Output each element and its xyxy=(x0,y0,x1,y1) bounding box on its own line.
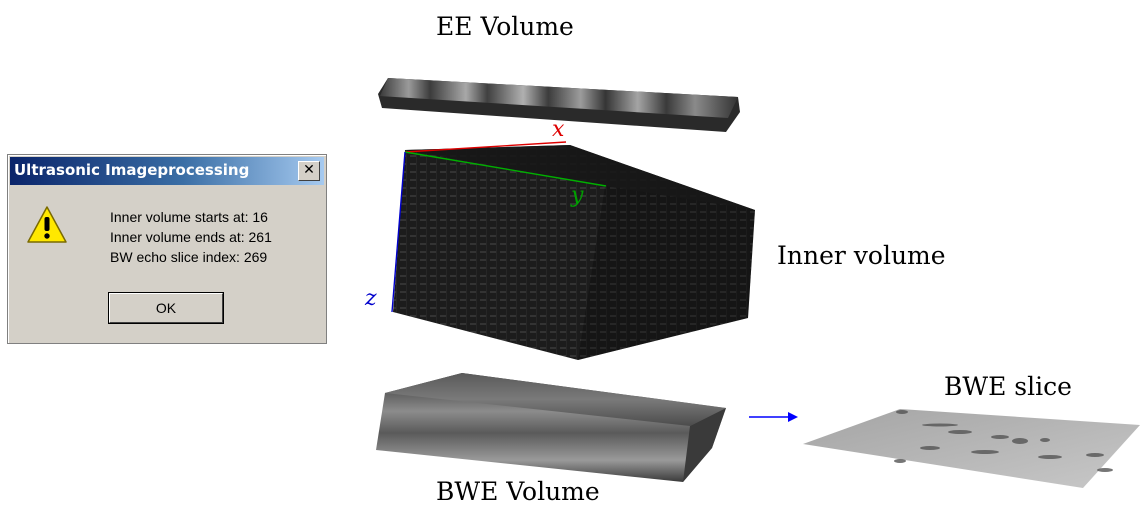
z-axis-line xyxy=(391,151,406,313)
y-axis-line xyxy=(404,151,607,187)
bwe-slice-label: BWE slice xyxy=(944,372,1072,401)
dialog-message-line: Inner volume starts at: 16 xyxy=(110,209,268,225)
warning-icon xyxy=(27,206,67,243)
bwe-slice-plane xyxy=(803,409,1140,488)
dialog-message-line: BW echo slice index: 269 xyxy=(110,249,268,265)
y-axis-label: y xyxy=(571,183,584,208)
arrow-to-slice xyxy=(749,412,798,422)
close-button[interactable]: ✕ xyxy=(298,161,320,181)
ee-volume-label: EE Volume xyxy=(436,12,574,41)
inner-volume-block xyxy=(393,145,755,360)
x-axis-line xyxy=(404,141,567,153)
x-axis-label: x xyxy=(552,117,565,142)
inner-volume-label: Inner volume xyxy=(777,241,946,270)
dialog-titlebar[interactable]: Ultrasonic Imageprocessing ✕ xyxy=(10,157,324,185)
ee-volume-slab xyxy=(378,78,740,132)
bwe-volume-slab xyxy=(376,373,726,482)
ok-button[interactable]: OK xyxy=(108,292,224,324)
bwe-volume-label: BWE Volume xyxy=(436,477,600,506)
message-dialog: Ultrasonic Imageprocessing ✕ Inner volum… xyxy=(7,154,327,344)
z-axis-label: z xyxy=(365,286,377,311)
dialog-message-line: Inner volume ends at: 261 xyxy=(110,229,272,245)
close-icon: ✕ xyxy=(303,162,315,178)
dialog-title: Ultrasonic Imageprocessing xyxy=(14,161,250,179)
